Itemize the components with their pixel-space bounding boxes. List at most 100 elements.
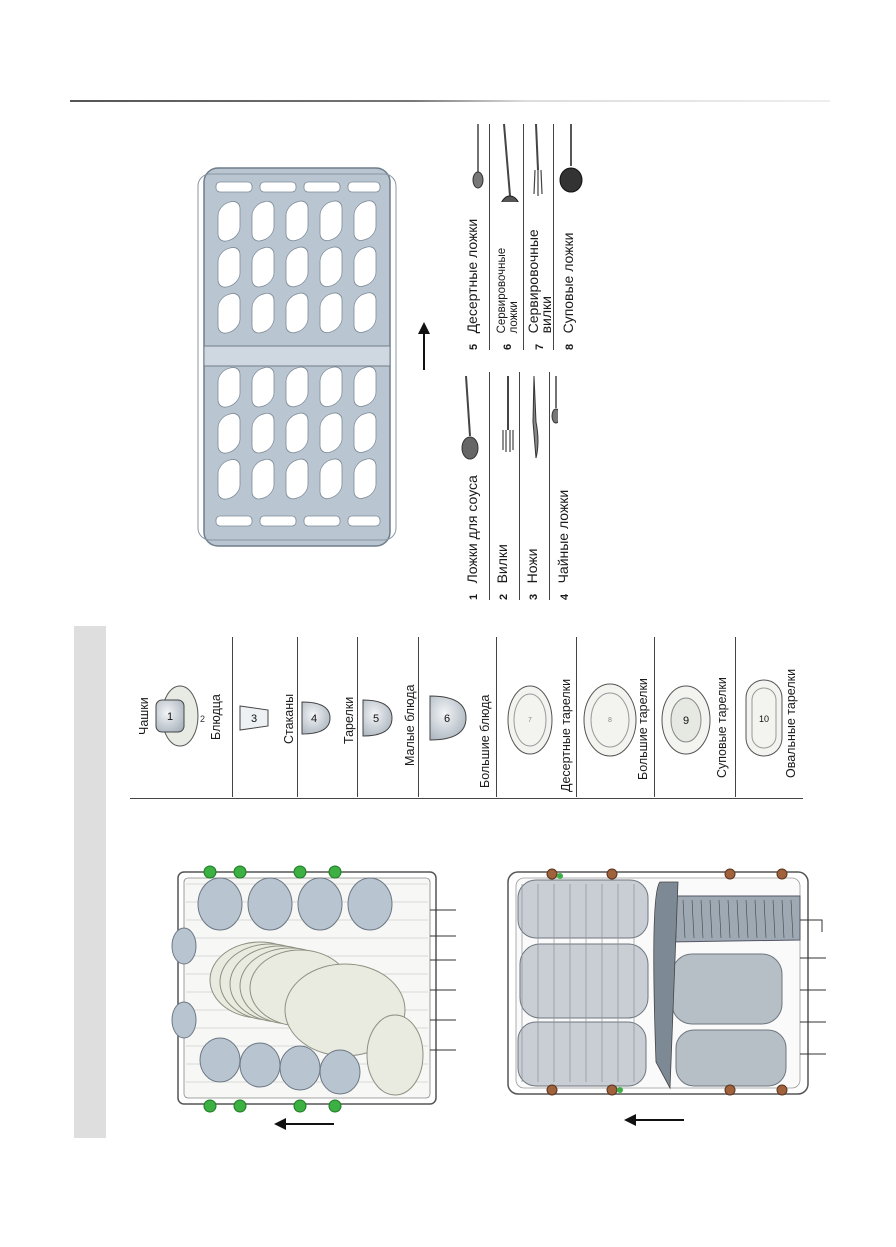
dish-label-soup-plates: Суповые тарелки <box>715 677 729 778</box>
cutlery-piece <box>736 899 740 939</box>
cutlery-item-2: 2 Вилки <box>494 544 512 600</box>
cutlery-tray-illustration <box>197 167 397 547</box>
tray-slot <box>319 200 343 242</box>
lower-basket-arrow <box>624 1114 684 1126</box>
cutlery-item-4: 4 Чайные ложки <box>555 490 573 600</box>
bowl-icon: 4 <box>301 701 331 735</box>
cutlery-piece <box>790 899 794 939</box>
cutlery-item-number: 6 <box>502 343 514 350</box>
tray-slot <box>319 458 343 500</box>
tray-slot <box>285 200 309 242</box>
section-sidebar <box>74 626 106 1138</box>
dishes-icons: 1 2 3 4 5 6 7 8 9 10 <box>155 679 783 757</box>
tray-slot <box>285 246 309 288</box>
cutlery-divider-5 <box>489 124 490 350</box>
glass-icon: 3 <box>239 705 269 731</box>
cutlery-item-number: 4 <box>559 593 571 600</box>
cutlery-item-8: 8 Суповые ложки <box>560 233 578 351</box>
svg-text:9: 9 <box>683 715 689 727</box>
dessert-spoon-icon <box>472 124 484 189</box>
cutlery-divider-2 <box>519 372 520 600</box>
svg-text:6: 6 <box>444 713 450 725</box>
dish-label-small-dishes: Малые блюда <box>403 684 417 766</box>
dishes-divider <box>418 637 419 797</box>
tray-slot <box>319 366 343 408</box>
upper-basket-illustration <box>171 865 456 1113</box>
serving-fork-icon <box>533 123 543 196</box>
cutlery-item-label-line1: Сервировочные <box>496 247 508 334</box>
cutlery-divider-6 <box>523 124 524 350</box>
cutlery-item-number: 1 <box>468 593 480 600</box>
tray-slot <box>217 201 241 242</box>
tray-slot <box>251 366 275 408</box>
tray-slot <box>217 293 241 334</box>
tray-slot <box>217 247 241 288</box>
lower-basket-illustration <box>507 868 826 1096</box>
tray-slot <box>217 413 241 454</box>
cutlery-piece <box>763 899 767 939</box>
tray-slot <box>217 367 241 408</box>
dishes-divider <box>232 637 233 797</box>
svg-text:4: 4 <box>311 713 317 725</box>
fork-icon <box>502 376 514 452</box>
tray-slot <box>353 458 377 499</box>
cutlery-piece <box>718 899 722 939</box>
cutlery-icons-left <box>461 375 558 460</box>
tray-slot <box>353 246 377 287</box>
cutlery-piece <box>781 899 785 939</box>
large-plate-icon: 8 <box>583 683 637 757</box>
svg-text:1: 1 <box>167 711 173 723</box>
cutlery-item-3: 3 Ножи <box>524 548 542 600</box>
tray-direction-arrow <box>418 322 430 370</box>
tray-slot <box>319 412 343 454</box>
tray-slot <box>251 458 275 500</box>
large-dish-icon: 6 <box>429 695 467 741</box>
tray-slot <box>285 458 309 500</box>
dish-label-glasses: Стаканы <box>282 693 296 744</box>
svg-text:10: 10 <box>759 714 769 724</box>
tray-slot <box>353 292 377 333</box>
cutlery-item-label: Чайные ложки <box>555 489 571 584</box>
dishes-divider <box>654 637 655 797</box>
dish-label-plates: Тарелки <box>342 696 356 744</box>
dish-label-dessert-plates: Десертные тарелки <box>559 678 573 792</box>
soup-spoon-icon <box>559 124 583 193</box>
cutlery-item-label-line2: ложки <box>508 301 520 334</box>
dish-label-saucers: Блюдца <box>209 694 223 740</box>
cutlery-item-label: Вилки <box>494 544 510 584</box>
svg-text:7: 7 <box>528 717 532 724</box>
dishes-baseline <box>130 798 803 799</box>
cutlery-item-label: Десертные ложки <box>464 218 480 334</box>
cutlery-piece <box>745 899 749 939</box>
cutlery-icons-right <box>472 123 583 202</box>
tray-slot <box>285 292 309 334</box>
dish-label-large-plates: Большие тарелки <box>636 678 650 780</box>
header-rule <box>70 100 830 102</box>
dish-label-oval-plates: Овальные тарелки <box>784 668 798 778</box>
dishes-divider <box>576 637 577 797</box>
tray-slot <box>251 200 275 242</box>
tray-slot <box>251 412 275 454</box>
cutlery-item-number: 5 <box>468 343 480 350</box>
cutlery-divider-1 <box>489 372 490 600</box>
cutlery-item-1: 1 Ложки для соуса <box>464 475 482 600</box>
sauce-spoon-icon <box>461 375 479 460</box>
svg-text:8: 8 <box>608 717 612 724</box>
tray-slot <box>285 366 309 408</box>
dishes-divider <box>496 637 497 797</box>
cutlery-item-7: 7 Сервировочные вилки <box>525 229 554 350</box>
tray-slot <box>319 292 343 334</box>
cutlery-piece <box>709 899 713 939</box>
saucer-number: 2 <box>200 714 205 724</box>
cutlery-item-6: 6 Сервировочные ложки <box>496 248 520 350</box>
cutlery-piece <box>691 899 695 939</box>
cutlery-piece <box>700 899 704 939</box>
tray-slot <box>217 459 241 500</box>
small-dish-icon: 5 <box>362 699 393 737</box>
dish-label-cups: Чашки <box>137 697 151 735</box>
cutlery-piece <box>682 899 686 939</box>
cutlery-item-number: 8 <box>564 343 576 350</box>
soup-plate-icon: 9 <box>661 685 711 755</box>
dishes-divider <box>297 637 298 797</box>
cup-icon: 1 <box>155 699 185 733</box>
